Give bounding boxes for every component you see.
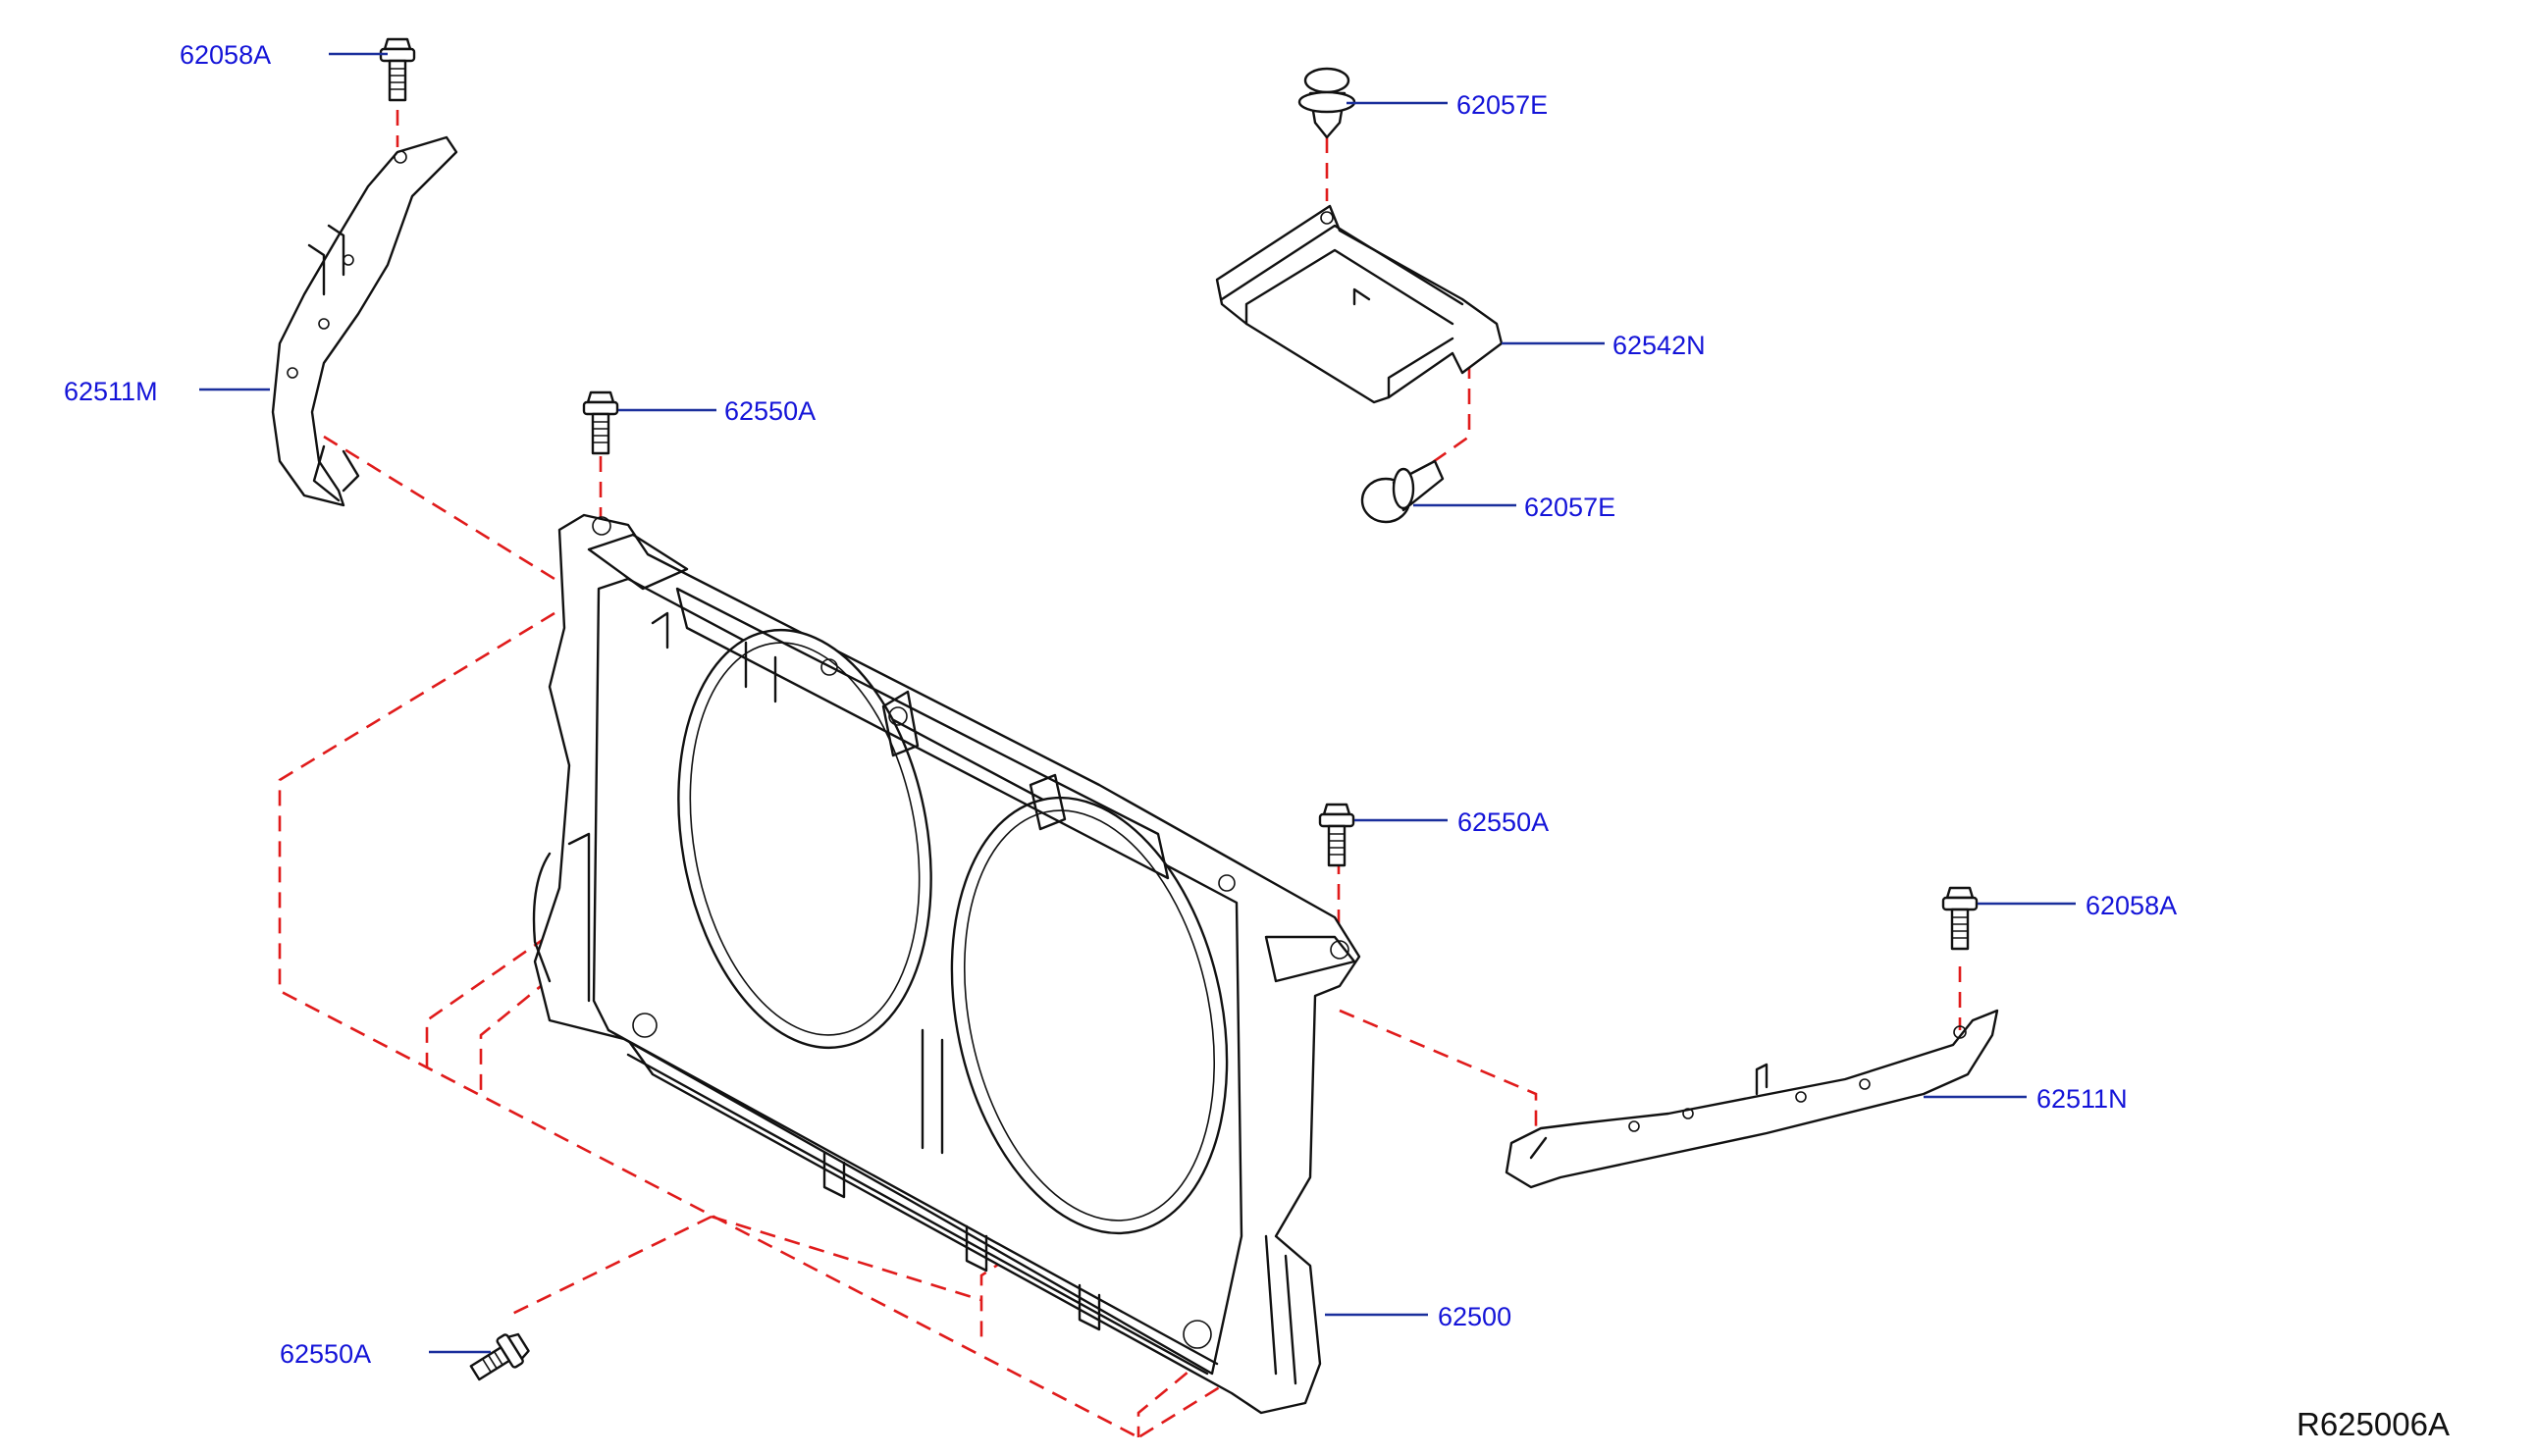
- bolt-62058A-top: [379, 37, 416, 102]
- bolt-62058A-right: [1941, 886, 1979, 951]
- callout-bolt-right: 62058A: [2086, 891, 2177, 920]
- left-fan-opening: [677, 628, 932, 1050]
- callout-bracket-cover: 62542N: [1612, 331, 1706, 360]
- clip-top-part: [1297, 67, 1356, 139]
- radiator-core-support: [532, 513, 1361, 1415]
- bolt-62550A-bottom: [469, 1332, 530, 1381]
- callout-bolt-right-upper: 62550A: [1457, 807, 1549, 837]
- callout-bolt-upper-center: 62550A: [724, 396, 816, 426]
- callout-radiator-core-support: 62500: [1438, 1302, 1511, 1331]
- leader-lines: [199, 52, 2076, 1354]
- callout-bolt-bottom: 62550A: [280, 1339, 371, 1369]
- reference-code: R625006A: [2297, 1406, 2450, 1442]
- left-bracket: [271, 135, 458, 507]
- callout-bracket-left: 62511M: [64, 377, 158, 406]
- callout-clip-top: 62057E: [1456, 90, 1548, 120]
- callout-bolt-top-left: 62058A: [180, 40, 271, 70]
- bracket-cover: [1215, 204, 1504, 404]
- right-fan-opening: [950, 796, 1229, 1235]
- bolt-62550A-center: [582, 390, 619, 455]
- bolt-62550A-right: [1318, 803, 1355, 867]
- callout-labels: 62058A 62511M 62550A 62057E 62542N 62057…: [64, 40, 2177, 1369]
- right-bracket: [1505, 1009, 1999, 1189]
- callout-bracket-right: 62511N: [2036, 1084, 2128, 1114]
- clip-lower-part: [1360, 459, 1445, 524]
- callout-clip-lower: 62057E: [1524, 493, 1615, 522]
